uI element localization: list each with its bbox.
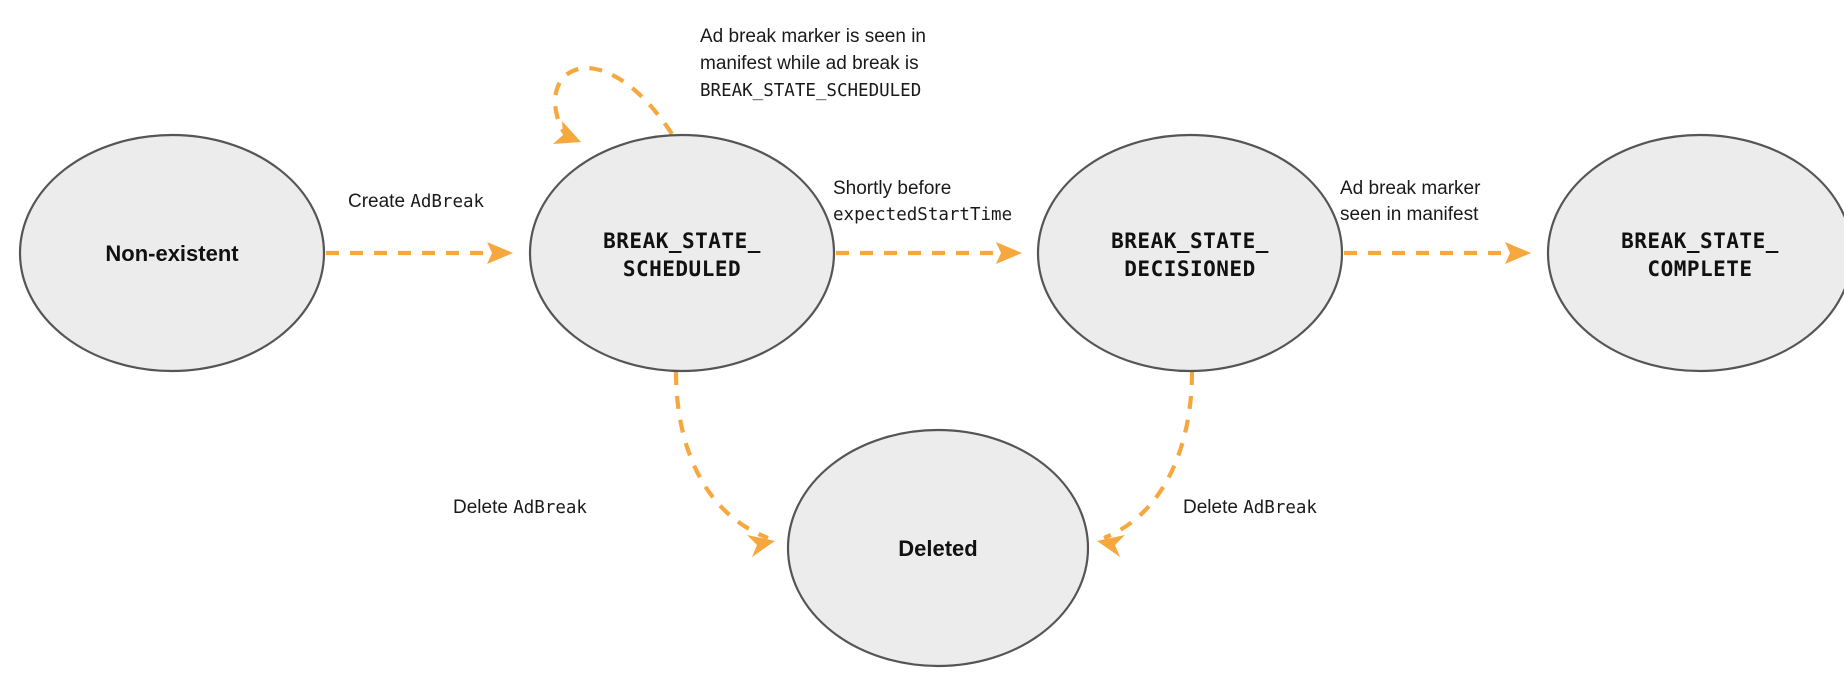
edge-label-scheduled-to-decisioned: Shortly before expectedStartTime	[833, 178, 1012, 225]
node-break-state-decisioned[interactable]: BREAK_STATE_ DECISIONED	[1036, 133, 1344, 373]
node-label-break-state-complete-line2: COMPLETE	[1647, 257, 1752, 281]
node-label-break-state-decisioned-line2: DECISIONED	[1124, 257, 1255, 281]
node-shape-deleted	[786, 428, 1090, 668]
edge-label-decisioned-to-complete-line-1: seen in manifest	[1340, 204, 1479, 225]
node-break-state-scheduled[interactable]: BREAK_STATE_ SCHEDULED	[528, 133, 836, 373]
edge-label-scheduled-to-decisioned-line-0: Shortly before	[833, 178, 951, 199]
edge-label-self-loop-line-0: Ad break marker is seen in	[700, 26, 926, 47]
edge-decisioned-to-complete	[1344, 242, 1531, 264]
edge-scheduled-self-loop	[553, 66, 674, 144]
edge-path-scheduled-self-loop	[553, 66, 674, 143]
node-shape-break-state-decisioned	[1036, 133, 1344, 373]
edge-label-create-adbreak-part-0: Create	[348, 191, 410, 212]
edge-label-scheduled-to-deleted: Delete AdBreak	[453, 497, 587, 518]
node-label-deleted: Deleted	[898, 536, 977, 561]
node-label-break-state-scheduled-line1: BREAK_STATE_	[603, 229, 761, 253]
arrowhead-scheduled-self-loop	[553, 121, 581, 144]
node-shape-break-state-complete	[1546, 133, 1844, 373]
edge-label-scheduled-to-deleted-part-0: Delete	[453, 497, 513, 518]
arrowhead-create-adbreak	[487, 242, 513, 264]
node-label-non-existent: Non-existent	[105, 241, 239, 266]
edge-label-scheduled-to-decisioned-line-1: expectedStartTime	[833, 205, 1012, 225]
node-shape-break-state-scheduled	[528, 133, 836, 373]
edge-label-create-adbreak: Create AdBreak	[348, 191, 485, 212]
edge-label-decisioned-to-complete-line-0: Ad break marker	[1340, 178, 1481, 199]
edge-path-decisioned-to-deleted	[1103, 371, 1195, 540]
edge-label-create-adbreak-part-1: AdBreak	[410, 192, 484, 212]
node-label-break-state-decisioned-line1: BREAK_STATE_	[1111, 229, 1269, 253]
arrowhead-decisioned-to-complete	[1505, 242, 1531, 264]
edge-scheduled-to-deleted	[673, 371, 775, 557]
edge-decisioned-to-deleted	[1097, 371, 1195, 557]
node-shape-non-existent	[18, 133, 326, 373]
node-break-state-complete[interactable]: BREAK_STATE_ COMPLETE	[1546, 133, 1844, 373]
edge-label-decisioned-to-deleted-part-1: AdBreak	[1243, 498, 1317, 518]
node-label-break-state-complete-line1: BREAK_STATE_	[1621, 229, 1779, 253]
arrowhead-scheduled-to-decisioned	[996, 242, 1022, 264]
edge-label-scheduled-self-loop: Ad break marker is seen in manifest whil…	[700, 26, 931, 101]
edge-label-scheduled-to-deleted-part-1: AdBreak	[513, 498, 587, 518]
node-label-break-state-scheduled-line2: SCHEDULED	[623, 257, 741, 281]
edge-label-decisioned-to-deleted: Delete AdBreak	[1183, 497, 1317, 518]
edge-label-self-loop-line-2: BREAK_STATE_SCHEDULED	[700, 81, 921, 101]
arrowhead-decisioned-to-deleted	[1097, 535, 1125, 557]
edge-create-adbreak	[326, 242, 513, 264]
arrowhead-scheduled-to-deleted	[747, 535, 775, 557]
node-deleted[interactable]: Deleted	[786, 428, 1090, 668]
edge-label-self-loop-line-1: manifest while ad break is	[700, 53, 919, 74]
edge-path-scheduled-to-deleted	[673, 371, 769, 540]
edge-scheduled-to-decisioned	[836, 242, 1022, 264]
edge-label-decisioned-to-deleted-part-0: Delete	[1183, 497, 1243, 518]
node-non-existent[interactable]: Non-existent	[18, 133, 326, 373]
edge-label-decisioned-to-complete: Ad break marker seen in manifest	[1340, 178, 1486, 225]
